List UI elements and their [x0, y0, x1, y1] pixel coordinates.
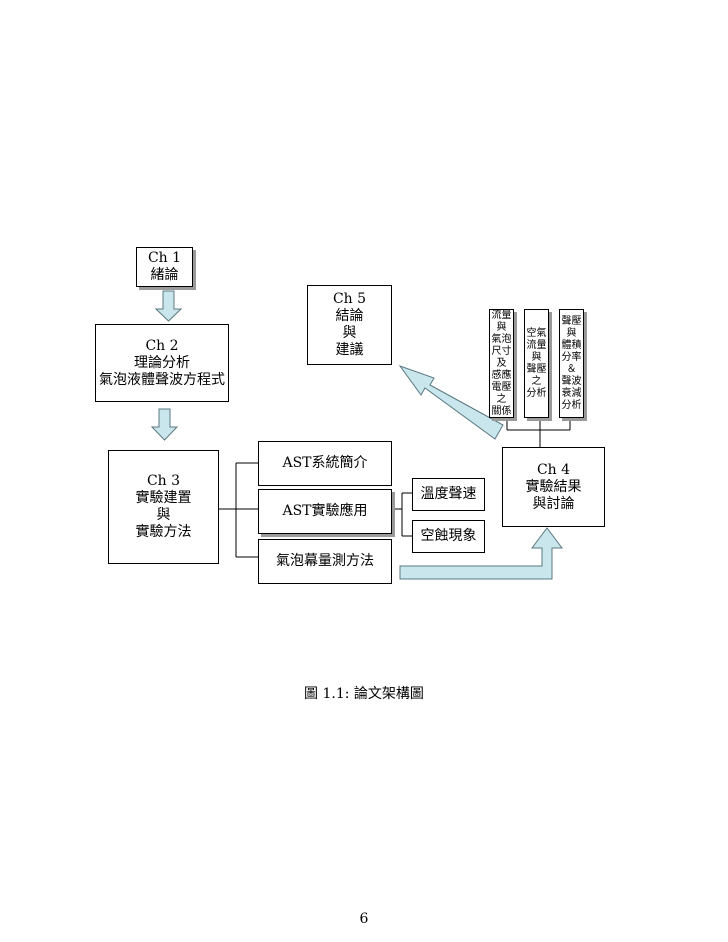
temp-sound-box: 溫度聲速: [412, 478, 485, 511]
ch5-box: Ch 5 結論 與 建議: [307, 285, 392, 365]
ch1-box: Ch 1 緒論: [136, 247, 193, 287]
temp-sound-label: 溫度聲速: [420, 486, 477, 502]
ch2-line-2: 理論分析: [134, 354, 190, 371]
analysis-1-line-6: 感應: [491, 369, 512, 381]
ch2-line-1: Ch 2: [145, 337, 179, 354]
ch3-line-2: 實驗建置: [135, 490, 192, 506]
analysis-1-line-2: 與: [496, 321, 507, 333]
ch5-line-3: 與: [342, 325, 357, 341]
analysis-3-line-5: ＆: [566, 363, 577, 375]
analysis-1-line-1: 流量: [491, 309, 512, 321]
analysis-2-line-4: 聲壓: [526, 363, 547, 375]
ast-intro-label: AST系統簡介: [282, 455, 368, 471]
cavitation-label: 空蝕現象: [420, 528, 477, 544]
cavitation-box: 空蝕現象: [412, 520, 485, 553]
ch5-line-1: Ch 5: [332, 291, 367, 307]
ast-app-box: AST實驗應用: [258, 489, 392, 534]
analysis-1-line-4: 尺寸: [491, 345, 512, 357]
analysis-1-line-9: 關係: [491, 405, 512, 417]
arrow-to-ch4: [399, 527, 563, 580]
ch1-line-1: Ch 1: [147, 250, 182, 266]
ast-app-label: AST實驗應用: [282, 503, 368, 519]
bracket-analysis-ch4: [506, 419, 571, 447]
analysis-3-line-7: 衰減: [561, 387, 582, 399]
analysis-1-line-3: 氣泡: [491, 333, 512, 345]
bubble-measure-box: 氣泡幕量測方法: [258, 539, 392, 584]
analysis-2-line-1: 空氣: [526, 327, 547, 339]
analysis-2-line-6: 分析: [526, 387, 547, 399]
analysis-3-line-4: 分率: [561, 351, 582, 363]
analysis-2-line-5: 之: [531, 375, 542, 387]
analysis-2-line-3: 與: [531, 351, 542, 363]
ch3-box: Ch 3 實驗建置 與 實驗方法: [108, 450, 219, 564]
down-arrow-ch2-ch3: [150, 408, 179, 441]
analysis-1-line-8: 之: [496, 393, 507, 405]
bracket-ast-app: [392, 492, 412, 537]
ch1-line-2: 緒論: [150, 267, 179, 283]
ast-intro-box: AST系統簡介: [258, 441, 392, 486]
ch3-line-1: Ch 3: [146, 473, 181, 489]
page-number: 6: [359, 911, 369, 927]
ch3-line-3: 與: [156, 507, 171, 523]
analysis-2-line-2: 流量: [526, 339, 547, 351]
bubble-measure-label: 氣泡幕量測方法: [276, 553, 374, 569]
analysis-1-line-5: 及: [496, 357, 507, 369]
ch4-box: Ch 4 實驗結果 與討論: [502, 447, 605, 527]
arrow-ch4-to-ch5: [398, 364, 504, 440]
ch5-line-2: 結論: [335, 308, 364, 324]
ch4-line-3: 與討論: [532, 495, 575, 512]
figure-caption: 圖 1.1: 論文架構圖: [304, 686, 424, 702]
ch4-line-2: 實驗結果: [525, 478, 582, 495]
analysis-box-1: 流量 與 氣泡 尺寸 及 感應 電壓 之 關係: [489, 309, 514, 418]
analysis-3-line-2: 與: [566, 327, 577, 339]
analysis-3-line-8: 分析: [561, 399, 582, 411]
analysis-3-line-6: 聲波: [561, 375, 582, 387]
analysis-3-line-1: 聲壓: [561, 315, 582, 327]
bracket-ch3-subitems: [219, 462, 258, 558]
down-arrow-ch1-ch2: [154, 290, 183, 322]
ch2-line-3: 氣泡液體聲波方程式: [99, 371, 225, 388]
ch4-line-1: Ch 4: [536, 461, 571, 478]
analysis-box-3: 聲壓 與 體積 分率 ＆ 聲波 衰減 分析: [559, 309, 584, 418]
analysis-3-line-3: 體積: [561, 339, 582, 351]
analysis-1-line-7: 電壓: [491, 381, 512, 393]
ch5-line-4: 建議: [335, 342, 364, 358]
ch2-box: Ch 2 理論分析 氣泡液體聲波方程式: [95, 324, 229, 402]
analysis-box-2: 空氣 流量 與 聲壓 之 分析: [524, 309, 549, 418]
ch3-line-4: 實驗方法: [135, 524, 192, 540]
